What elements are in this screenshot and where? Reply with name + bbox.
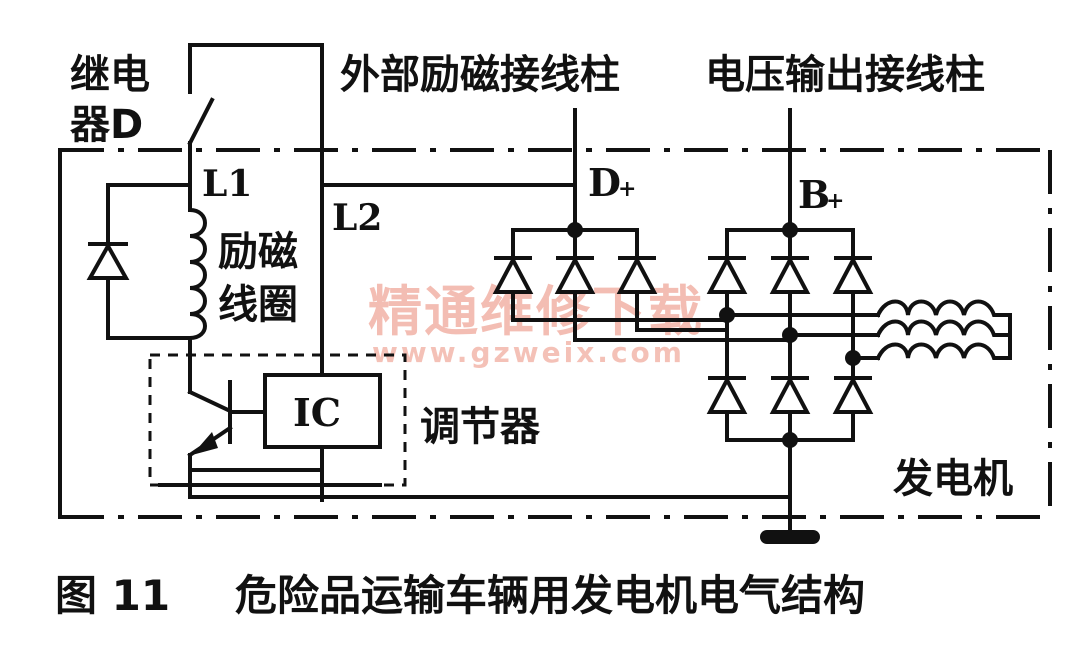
rectifier-lower-diodes [706, 375, 874, 414]
figure-caption: 危险品运输车辆用发电机电气结构 [235, 571, 865, 620]
generator-label: 发电机 [893, 456, 1013, 502]
relay-switch [187, 43, 324, 502]
transistor [187, 380, 268, 499]
ic-chip [263, 373, 382, 449]
exciter-diodes [492, 255, 658, 294]
field-coil-label-line2: 线圈 [218, 282, 298, 328]
l1-label: L1 [202, 163, 252, 205]
d-plus-label: D [588, 160, 621, 205]
ic-label: IC [293, 390, 341, 435]
field-coil [187, 183, 207, 394]
field-coil-label-line1: 励磁 [218, 229, 298, 275]
voltage-output-terminal-label: 电压输出接线柱 [705, 52, 985, 98]
b-plus-label: B [798, 172, 830, 217]
external-excitation-terminal-label: 外部励磁接线柱 [340, 52, 620, 98]
ground-symbol [760, 530, 820, 544]
regulator-box [148, 353, 407, 487]
relay-label-line1: 继电 [70, 52, 150, 98]
b-plus-subscript: + [826, 188, 844, 214]
ground-return [158, 468, 792, 499]
rectifier-upper-diodes [706, 255, 874, 294]
d-plus-subscript: + [618, 176, 636, 202]
flyback-diode [86, 183, 192, 340]
l2-label: L2 [332, 197, 382, 239]
regulator-label: 调节器 [420, 404, 541, 450]
figure-number: 图 11 [55, 571, 170, 620]
relay-label-line2: 器D [70, 102, 143, 148]
generator-housing [58, 148, 1052, 519]
stator-windings [725, 299, 1012, 361]
b-plus-terminal [719, 108, 861, 537]
